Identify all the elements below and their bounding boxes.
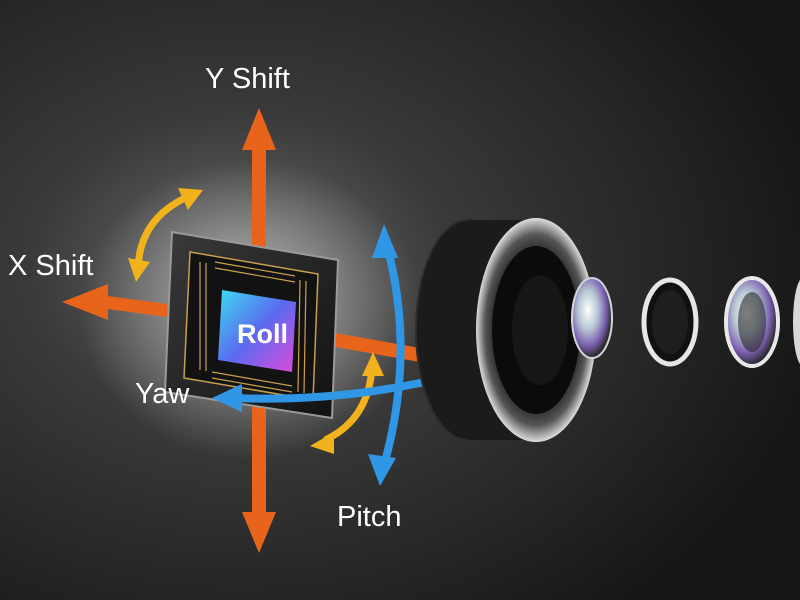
lens-element-3 [724, 276, 780, 368]
lens-element-2 [641, 277, 699, 367]
yaw-rotation-arrow-upper [128, 188, 203, 282]
lens-barrel [415, 218, 596, 442]
yaw-label: Yaw [135, 378, 190, 410]
image-sensor-chip [163, 230, 340, 420]
roll-label: Roll [237, 319, 288, 349]
yaw-arrow [212, 378, 426, 412]
pitch-rotation-arrow [368, 224, 405, 486]
yaw-rotation-arrow-lower [310, 352, 384, 454]
y-shift-label: Y Shift [205, 63, 290, 95]
lens-element-4 [793, 280, 800, 364]
sensor-active-area [218, 290, 296, 372]
x-shift-label: X Shift [8, 250, 93, 282]
lens-element-1 [571, 277, 613, 359]
pitch-label: Pitch [337, 501, 401, 533]
